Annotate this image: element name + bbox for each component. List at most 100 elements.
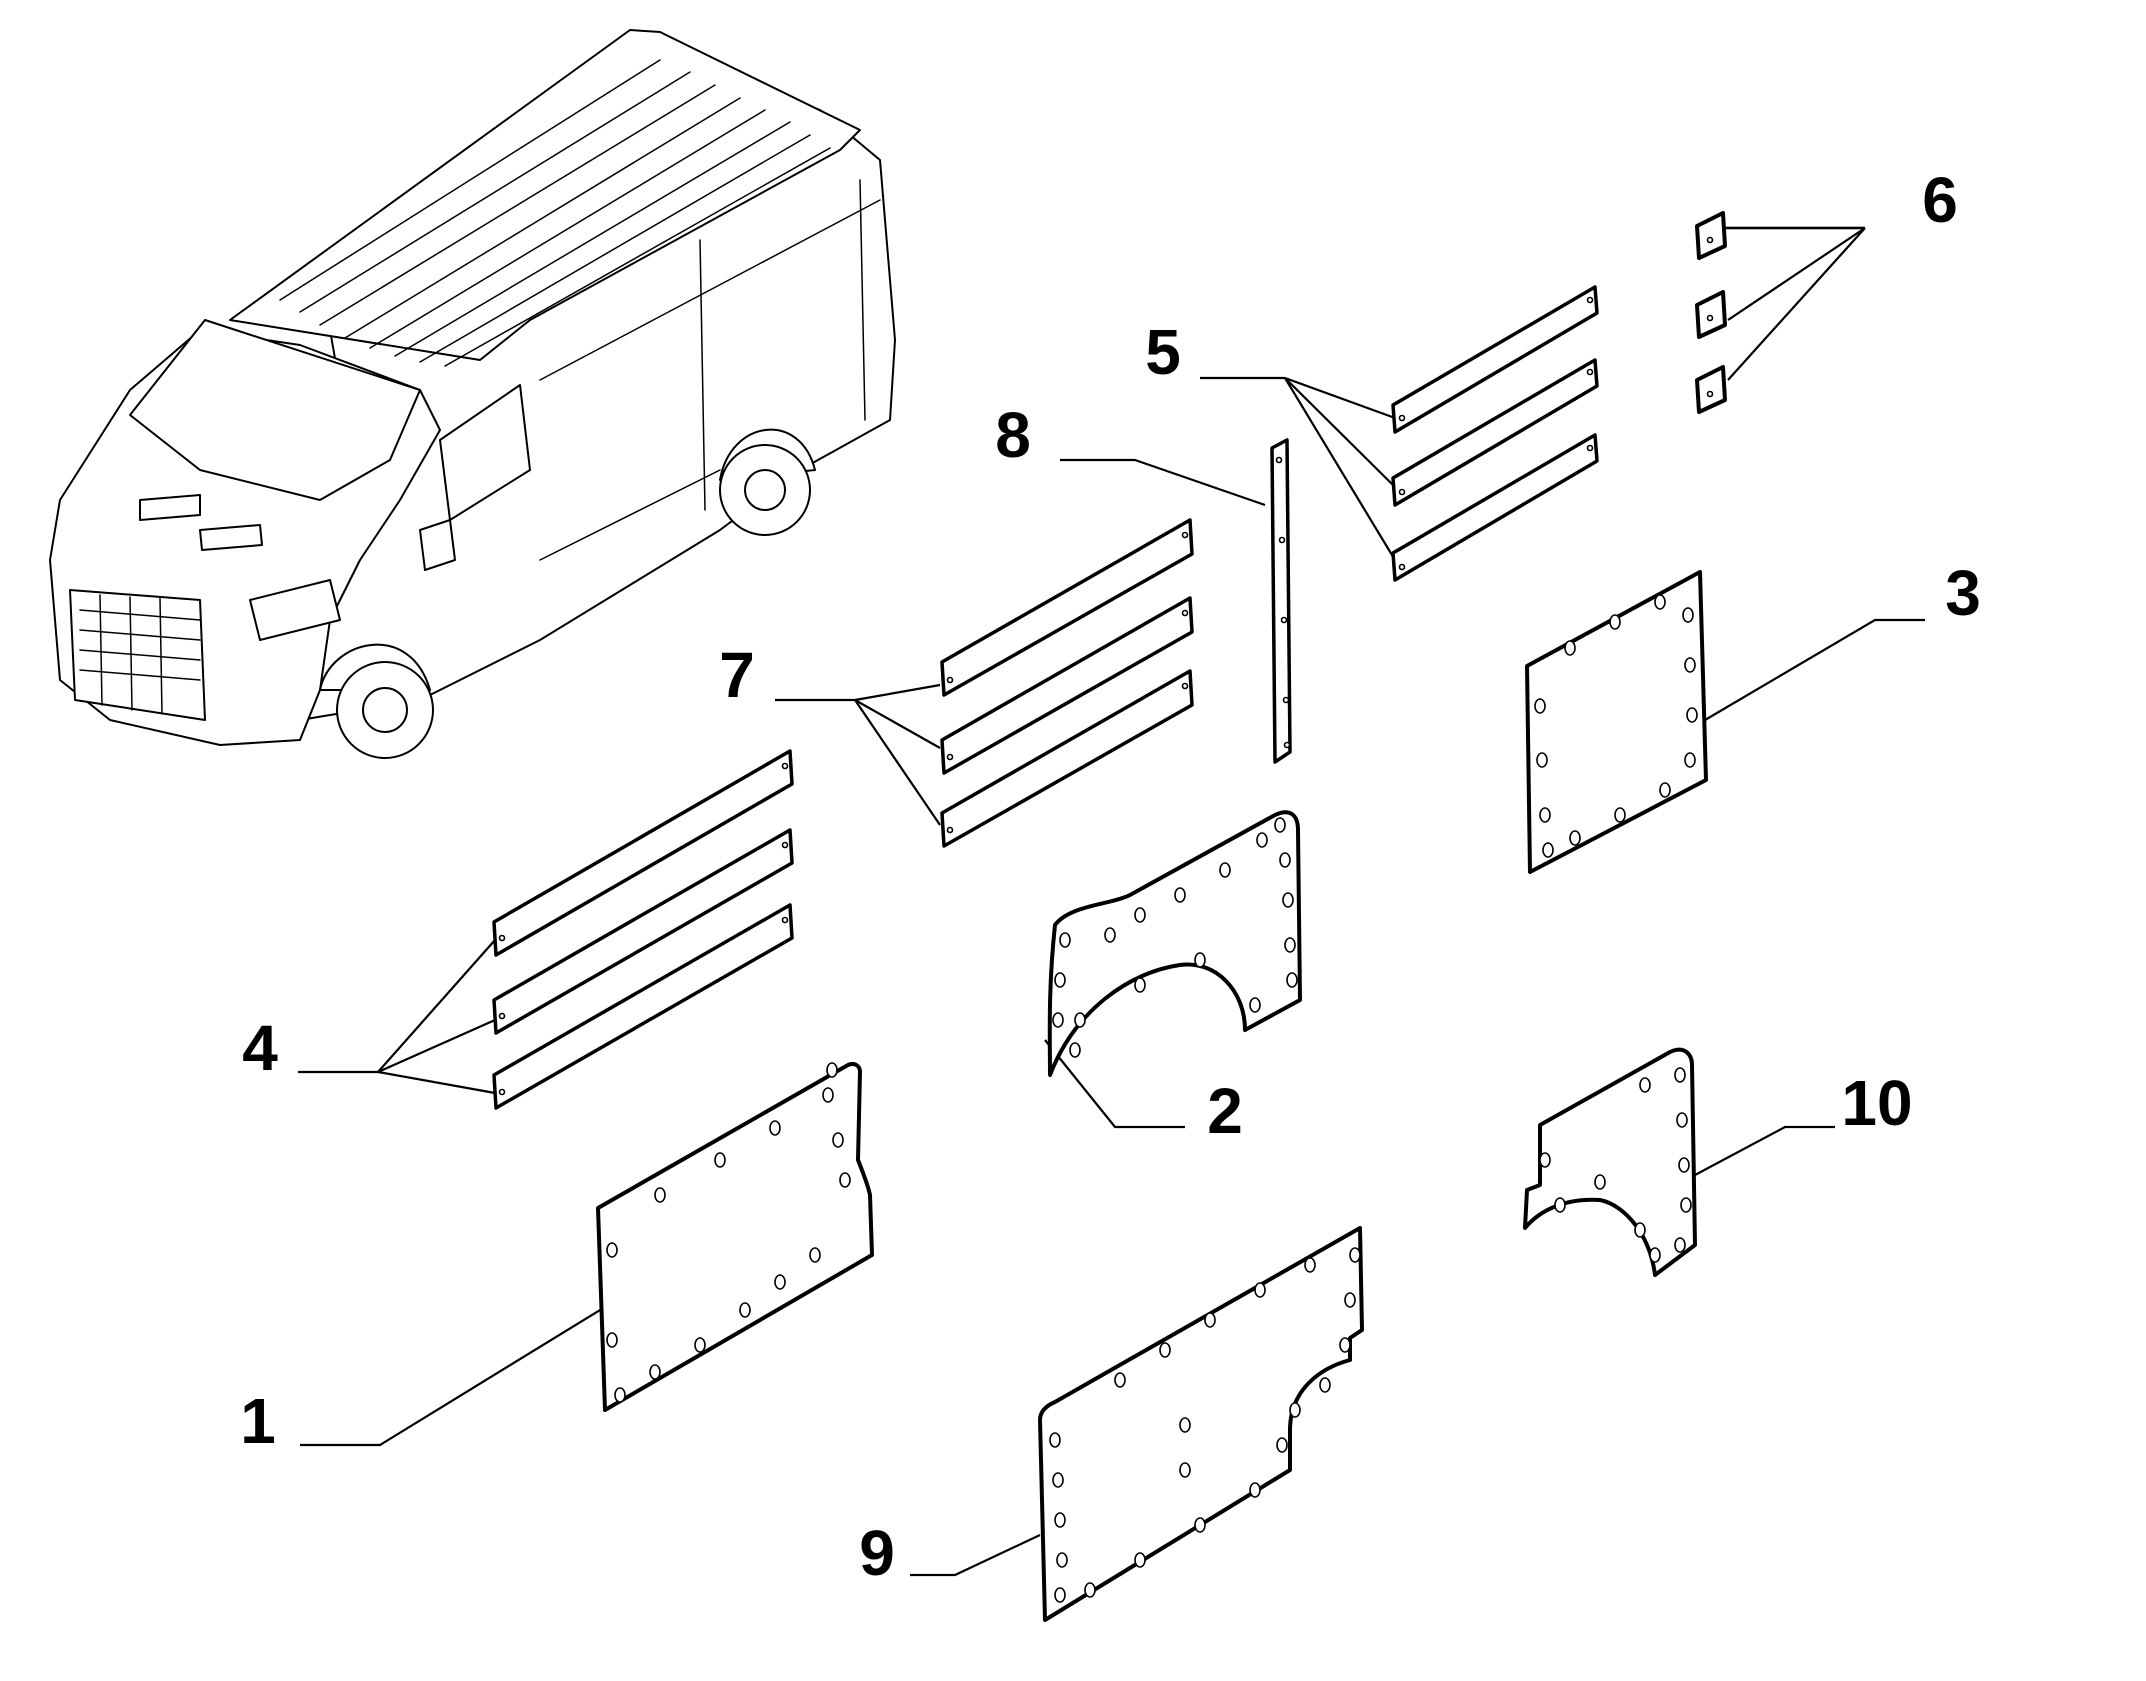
fastener-hole	[1586, 368, 1594, 376]
fastener-hole	[809, 1247, 821, 1263]
fastener-hole	[1344, 1292, 1356, 1308]
fastener-hole	[1181, 609, 1189, 617]
van-illustration	[49, 29, 896, 759]
fastener-hole	[1054, 972, 1066, 988]
fastener-hole	[946, 826, 954, 834]
fastener-hole	[822, 1087, 834, 1103]
leader-lines	[298, 226, 1925, 1577]
fastener-hole	[1084, 1582, 1096, 1598]
fastener-hole	[1564, 640, 1576, 656]
fastener-hole	[826, 1062, 838, 1078]
fastener-hole	[1059, 932, 1071, 948]
callout-6: 6	[1922, 164, 1958, 236]
fastener-hole	[1639, 1077, 1651, 1093]
fastener-hole	[1586, 296, 1594, 304]
fastener-hole	[781, 841, 789, 849]
fastener-hole	[649, 1364, 661, 1380]
fastener-hole	[1686, 707, 1698, 723]
fastener-hole	[781, 762, 789, 770]
fastener-hole	[1349, 1247, 1361, 1263]
fastener-hole	[1536, 752, 1548, 768]
fastener-hole	[1219, 862, 1231, 878]
fastener-hole	[1398, 563, 1406, 571]
fastener-hole	[832, 1132, 844, 1148]
fastener-hole	[1659, 782, 1671, 798]
fastener-hole	[1204, 1312, 1216, 1328]
fastener-hole	[498, 1088, 506, 1096]
fastener-hole	[1054, 1587, 1066, 1603]
fastener-hole	[1676, 1112, 1688, 1128]
fastener-hole	[1194, 952, 1206, 968]
fastener-hole	[774, 1274, 786, 1290]
fastener-hole	[1114, 1372, 1126, 1388]
fastener-hole	[1069, 1042, 1081, 1058]
fastener-hole	[1282, 892, 1294, 908]
fastener-hole	[1274, 817, 1286, 833]
fastener-hole	[1074, 1012, 1086, 1028]
fastener-hole	[1609, 614, 1621, 630]
fastener-hole	[1542, 842, 1554, 858]
fastener-hole	[1304, 1257, 1316, 1273]
fastener-hole	[1275, 456, 1283, 464]
fastener-hole	[1179, 1462, 1191, 1478]
fastener-hole	[1706, 236, 1714, 244]
fastener-hole	[1674, 1237, 1686, 1253]
fastener-hole	[1194, 1517, 1206, 1533]
fastener-hole	[1134, 1552, 1146, 1568]
part-5-strips	[1391, 285, 1599, 582]
fastener-hole	[1181, 682, 1189, 690]
fastener-hole	[1680, 1197, 1692, 1213]
fastener-hole	[1706, 390, 1714, 398]
fastener-hole	[654, 1187, 666, 1203]
callout-8: 8	[995, 399, 1031, 471]
fastener-hole	[1649, 1247, 1661, 1263]
fastener-hole	[498, 1012, 506, 1020]
fastener-hole	[1052, 1012, 1064, 1028]
callout-4: 4	[242, 1012, 278, 1084]
fastener-hole	[1134, 907, 1146, 923]
callout-2: 2	[1207, 1075, 1243, 1147]
fastener-hole	[769, 1120, 781, 1136]
fastener-hole	[1249, 1482, 1261, 1498]
fastener-hole	[1159, 1342, 1171, 1358]
fastener-hole	[1674, 1067, 1686, 1083]
callout-5: 5	[1145, 316, 1181, 388]
part-10-panel	[1523, 1047, 1697, 1277]
fastener-hole	[1398, 488, 1406, 496]
fastener-hole	[1398, 414, 1406, 422]
fastener-hole	[714, 1152, 726, 1168]
fastener-hole	[1052, 1472, 1064, 1488]
fastener-hole	[1276, 1437, 1288, 1453]
callout-labels: 6 5 8 3 7 4 2 10 1 9	[240, 164, 1981, 1589]
fastener-hole	[1256, 832, 1268, 848]
fastener-hole	[1684, 752, 1696, 768]
fastener-hole	[946, 753, 954, 761]
fastener-hole	[1279, 852, 1291, 868]
fastener-hole	[1569, 830, 1581, 846]
fastener-hole	[614, 1387, 626, 1403]
fastener-hole	[1706, 314, 1714, 322]
part-8-strip	[1270, 438, 1292, 764]
part-2-panel	[1047, 810, 1302, 1077]
fastener-hole	[1284, 937, 1296, 953]
fastener-hole	[946, 676, 954, 684]
fastener-holes	[498, 236, 1714, 1603]
fastener-hole	[1174, 887, 1186, 903]
fastener-hole	[781, 916, 789, 924]
callout-9: 9	[859, 1517, 895, 1589]
callout-7: 7	[719, 639, 755, 711]
fastener-hole	[1282, 696, 1290, 704]
fastener-hole	[1634, 1222, 1646, 1238]
fastener-hole	[1539, 1152, 1551, 1168]
fastener-hole	[1280, 616, 1288, 624]
fastener-hole	[1289, 1402, 1301, 1418]
fastener-hole	[1554, 1197, 1566, 1213]
fastener-hole	[1104, 927, 1116, 943]
fastener-hole	[1684, 657, 1696, 673]
fastener-hole	[1049, 1432, 1061, 1448]
fastener-hole	[1283, 741, 1291, 749]
fastener-hole	[1539, 807, 1551, 823]
part-7-strips	[940, 518, 1194, 848]
fastener-hole	[1054, 1512, 1066, 1528]
